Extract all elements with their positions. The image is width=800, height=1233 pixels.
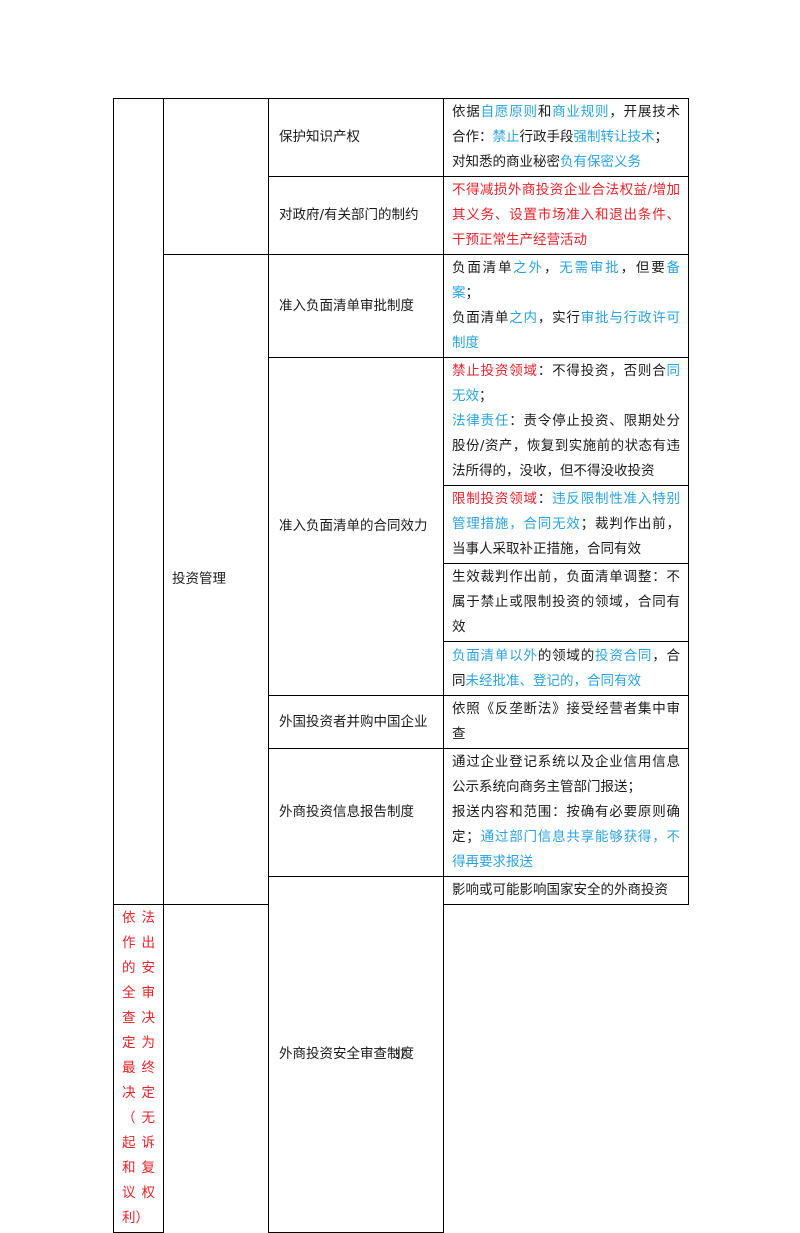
text-segment: ，开展技术合作： [452,104,681,145]
text-segment: 负面清单 [452,260,514,276]
content-negative-list-approval: 负面清单之外，无需审批，但要备案；负面清单之内，实行审批与行政许可制度 [443,254,689,358]
table-row: 投资管理 准入负面清单审批制度 负面清单之外，无需审批，但要备案；负面清单之内，… [114,254,689,905]
text-segment: ，但要 [620,260,667,276]
text-segment: ； [465,285,480,301]
text-segment: ： [537,491,553,507]
content-merger: 依照《反垄断法》接受经营者集中审查 [443,695,689,749]
table-row: 对政府/有关部门的制约 不得减损外商投资企业合法权益/增加其义务、设置市场准入和… [114,176,689,255]
text-segment: 报送内容和范围：按确有必要原则确定； [452,804,680,845]
text-segment: 禁止投资领域 [452,363,538,379]
text-segment: 审批与行政许可制度 [452,310,681,351]
section-label-investment-management: 投资管理 [163,254,269,905]
text-segment: 之内 [509,310,538,326]
page-number: 37 [393,1047,407,1061]
text-segment: 不得减损外商投资企业合法权益/增加其义务、设置市场准入和退出条件、干预正常生产经… [452,182,680,248]
row-label-negative-list-approval: 准入负面清单审批制度 [268,254,444,358]
content-prohibited-field: 禁止投资领域：不得投资，否则合同无效； 法律责任：责令停止投资、限期处分股份/资产… [443,357,689,486]
text-segment: 负面清单以外 [452,647,538,664]
content-ip-protection: 依据自愿原则和商业规则，开展技术合作：禁止行政手段强制转让技术； 对知悉的商业秘密… [443,98,689,177]
text-segment: 自愿原则 [480,104,538,120]
text-segment: ：责令停止投资、限期处分股份/资产，恢复到实施前的状态有违法所得的，没收，但不得… [452,413,681,479]
text-segment: 限制投资领域 [452,491,538,507]
text-segment: 禁止 [492,129,520,145]
text-segment: 法律责任 [452,413,510,429]
table-row: 生效裁判作出前，负面清单调整：不属于禁止或限制投资的领域，合同有效 [114,563,689,642]
text-segment: ；裁判作出前，当事人采取补正措施，合同有效 [452,516,681,557]
text-segment: 和 [537,104,553,120]
table-row: 负面清单以外的领域的投资合同，合同未经批准、登记的，合同有效 [114,641,689,696]
row-label-info-report: 外商投资信息报告制度 [268,748,444,877]
table-row: 外国投资者并购中国企业 依照《反垄断法》接受经营者集中审查 [114,695,689,749]
prev-section-blank-cell [163,98,269,255]
content-security-decision: 依法作出的安全审查决定为最终决定（无起诉和复议权利） [113,904,164,1233]
text-segment: 影响或可能影响国家安全的外商投资 [452,882,668,898]
text-segment: ，合同 [452,647,681,689]
text-segment: ， [543,260,560,276]
text-segment: 行政手段 [519,129,574,145]
text-segment: 之外 [513,260,544,276]
text-segment: 依照《反垄断法》接受经营者集中审查 [452,701,680,742]
content-government-restraint: 不得减损外商投资企业合法权益/增加其义务、设置市场准入和退出条件、干预正常生产经… [443,176,689,255]
text-segment: 强制转让技术 [573,129,655,145]
table-row: 限制投资领域：违反限制性准入特别管理措施，合同无效；裁判作出前，当事人采取补正措… [114,485,689,564]
text-segment: ； [479,388,493,404]
text-segment: 备案 [452,260,681,301]
text-segment: 负面清单 [452,310,510,326]
row-label-contract-validity: 准入负面清单的合同效力 [268,357,444,696]
row-label-merger: 外国投资者并购中国企业 [268,695,444,749]
text-segment: 无需审批 [559,260,621,276]
content-security-scope: 影响或可能影响国家安全的外商投资 [443,876,689,905]
content-list-adjustment: 生效裁判作出前，负面清单调整：不属于禁止或限制投资的领域，合同有效 [443,563,689,642]
text-segment: 对知悉的商业秘密 [452,154,560,170]
text-segment: 生效裁判作出前，负面清单调整：不属于禁止或限制投资的领域，合同有效 [452,569,680,635]
text-segment: 的领域的 [537,647,596,664]
text-segment: 通过部门信息共享能够获得，不得再要求报送 [452,829,681,870]
text-segment: 负有保密义务 [560,154,641,170]
law-outline-table: 保护知识产权 依据自愿原则和商业规则，开展技术合作：禁止行政手段强制转让技术；对… [113,98,689,1233]
text-segment: ，实行 [537,310,581,326]
content-outside-list-contract: 负面清单以外的领域的投资合同，合同未经批准、登记的，合同有效 [443,641,689,696]
table-row: 准入负面清单的合同效力 禁止投资领域：不得投资，否则合同无效； 法律责任：责令停止… [114,357,689,696]
row-label-government-restraint: 对政府/有关部门的制约 [268,176,444,255]
text-segment: 投资合同 [595,647,653,664]
outer-blank-cell [113,98,164,905]
text-segment: 商业规则 [552,104,610,120]
content-info-report: 通过企业登记系统以及企业信用信息公示系统向商务主管部门报送； 报送内容和范围：按确… [443,748,689,877]
text-segment: 未经批准、登记的，合同有效 [465,672,642,689]
row-label-ip-protection: 保护知识产权 [268,98,444,177]
text-segment: 依法作出的安全审查决定为最终决定（无起诉和复议权利） [122,910,155,1226]
text-segment: ； [654,129,669,145]
text-segment: ：不得投资，否则合 [537,363,667,379]
text-segment: 依据 [452,104,481,120]
text-segment: 同无效 [452,363,681,404]
content-restricted-field: 限制投资领域：违反限制性准入特别管理措施，合同无效；裁判作出前，当事人采取补正措… [443,485,689,564]
text-segment: 违反限制性准入特别管理措施，合同无效 [452,491,681,532]
text-segment: 通过企业登记系统以及企业信用信息公示系统向商务主管部门报送； [452,754,680,795]
table-row: 保护知识产权 依据自愿原则和商业规则，开展技术合作：禁止行政手段强制转让技术；对… [113,98,689,905]
